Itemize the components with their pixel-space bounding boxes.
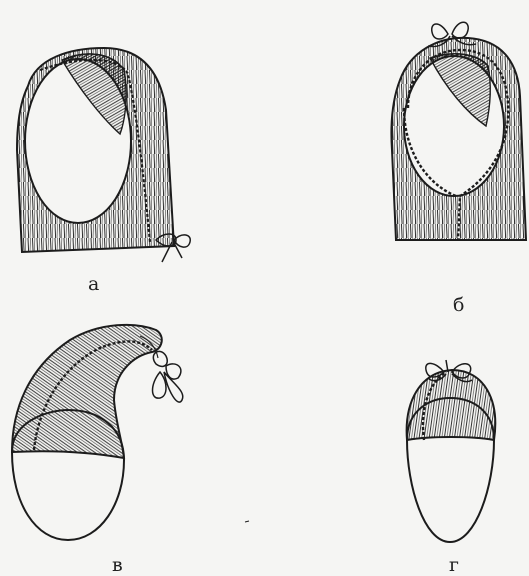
figure-v-bow-icon <box>153 351 183 402</box>
figure-b <box>391 22 526 240</box>
figure-v-label: в <box>112 556 123 575</box>
figure-a-label: а <box>88 275 99 294</box>
figure-v <box>12 325 183 540</box>
figure-g-hair <box>407 370 496 440</box>
figure-a <box>17 48 190 262</box>
figure-g <box>407 360 496 542</box>
figure-g-label: г <box>449 556 459 575</box>
figure-b-label: б <box>453 296 464 315</box>
